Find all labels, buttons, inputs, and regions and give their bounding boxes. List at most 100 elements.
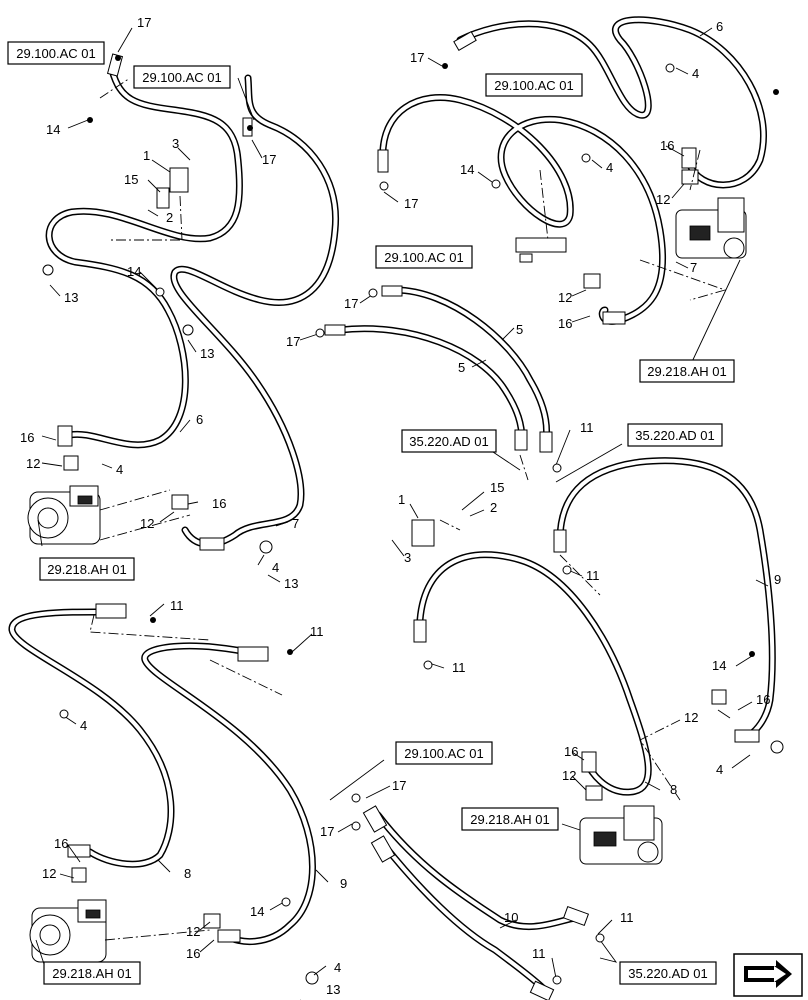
hose-10-pair — [374, 811, 579, 994]
hose-9-right — [556, 457, 776, 742]
callout: 17 — [137, 15, 151, 30]
callout: 12 — [684, 710, 698, 725]
hose-5-pair — [336, 286, 551, 444]
callout: 6 — [196, 412, 203, 427]
callout: 5 — [458, 360, 465, 375]
reference-box-29-218-ah-01-d[interactable]: 29.218.AH 01 — [43, 961, 141, 985]
callout: 14 — [250, 904, 264, 919]
callout: 13 — [284, 576, 298, 591]
callout: 12 — [42, 866, 56, 881]
callout: 5 — [516, 322, 523, 337]
callout: 11 — [586, 568, 600, 583]
reference-box-29-218-ah-01-b[interactable]: 29.218.AH 01 — [639, 359, 735, 383]
callout: 16 — [756, 692, 770, 707]
callout: 9 — [774, 572, 781, 587]
callout: 8 — [670, 782, 677, 797]
callout: 7 — [292, 516, 299, 531]
callout: 11 — [580, 420, 594, 435]
callout: 16 — [186, 946, 200, 961]
clamp-assemblies — [42, 167, 784, 985]
reference-box-35-220-ad-01-a[interactable]: 35.220.AD 01 — [401, 429, 497, 453]
callout: 2 — [166, 210, 173, 225]
callout: 17 — [262, 152, 276, 167]
callout: 17 — [404, 196, 418, 211]
reference-label: 29.218.AH 01 — [47, 562, 127, 577]
callout: 17 — [320, 824, 334, 839]
callout: 12 — [558, 290, 572, 305]
callout: 16 — [20, 430, 34, 445]
callout-numbers: 17 17 14 3 1 15 2 13 14 13 6 16 12 4 16 … — [20, 15, 781, 997]
callout: 4 — [692, 66, 699, 81]
reference-label: 29.100.AC 01 — [494, 78, 574, 93]
hydraulic-motor-left-upper — [27, 485, 101, 545]
callout: 4 — [716, 762, 723, 777]
callout: 15 — [124, 172, 138, 187]
reference-box-29-100-ac-01-d[interactable]: 29.100.AC 01 — [375, 245, 473, 269]
callout: 17 — [410, 50, 424, 65]
callout: 1 — [398, 492, 405, 507]
reference-label: 29.218.AH 01 — [52, 966, 132, 981]
callout: 11 — [532, 946, 546, 961]
reference-box-29-100-ac-01-b[interactable]: 29.100.AC 01 — [133, 65, 231, 89]
callout: 8 — [184, 866, 191, 881]
reference-label: 29.100.AC 01 — [142, 70, 222, 85]
callout: 4 — [334, 960, 341, 975]
callout: 3 — [172, 136, 179, 151]
callout: 10 — [504, 910, 518, 925]
reference-label: 29.218.AH 01 — [647, 364, 727, 379]
callout: 15 — [490, 480, 504, 495]
reference-box-29-218-ah-01-a[interactable]: 29.218.AH 01 — [39, 557, 135, 581]
callout: 1 — [143, 148, 150, 163]
reference-label: 29.218.AH 01 — [470, 812, 550, 827]
callout: 17 — [392, 778, 406, 793]
callout: 12 — [186, 924, 200, 939]
reference-box-29-100-ac-01-e[interactable]: 29.100.AC 01 — [395, 741, 493, 765]
callout: 12 — [562, 768, 576, 783]
reference-label: 29.100.AC 01 — [384, 250, 464, 265]
callout: 16 — [54, 836, 68, 851]
next-view-arrow-icon[interactable] — [733, 953, 803, 997]
reference-box-29-218-ah-01-c[interactable]: 29.218.AH 01 — [461, 807, 559, 831]
callout: 16 — [660, 138, 674, 153]
hydraulic-motor-right-upper — [675, 197, 747, 259]
hose-9-left — [141, 642, 316, 946]
callout: 11 — [452, 660, 466, 675]
reference-label: 35.220.AD 01 — [628, 966, 708, 981]
reference-label: 35.220.AD 01 — [635, 428, 715, 443]
callout: 13 — [200, 346, 214, 361]
callout: 11 — [310, 624, 324, 639]
callout: 4 — [116, 462, 123, 477]
hydraulic-motor-left-lower — [29, 899, 107, 963]
hose-6-right — [456, 16, 767, 189]
callout: 12 — [26, 456, 40, 471]
callout: 14 — [46, 122, 60, 137]
reference-label: 29.100.AC 01 — [16, 46, 96, 61]
hose-6-left — [45, 66, 243, 449]
callout: 4 — [272, 560, 279, 575]
reference-box-29-100-ac-01-a[interactable]: 29.100.AC 01 — [7, 41, 105, 65]
reference-label: 35.220.AD 01 — [409, 434, 489, 449]
reference-box-35-220-ad-01-c[interactable]: 35.220.AD 01 — [619, 961, 717, 985]
callout: 14 — [127, 264, 141, 279]
callout: 6 — [716, 19, 723, 34]
callout: 16 — [564, 744, 578, 759]
hose-8-left — [8, 608, 175, 868]
callout: 16 — [212, 496, 226, 511]
reference-label: 29.100.AC 01 — [404, 746, 484, 761]
callout: 13 — [326, 982, 340, 997]
callout: 12 — [656, 192, 670, 207]
callout: 7 — [690, 260, 697, 275]
reference-box-35-220-ad-01-b[interactable]: 35.220.AD 01 — [627, 423, 723, 447]
callout: 14 — [460, 162, 474, 177]
hose-7-left — [170, 74, 340, 548]
reference-box-29-100-ac-01-c[interactable]: 29.100.AC 01 — [485, 73, 583, 97]
hydraulic-motor-right-lower — [579, 805, 663, 865]
callout: 4 — [606, 160, 613, 175]
callout: 2 — [490, 500, 497, 515]
leader-lines — [35, 27, 769, 1000]
hose-8-right — [416, 551, 652, 796]
callout: 11 — [620, 910, 634, 925]
callout: 11 — [170, 598, 184, 613]
callout: 9 — [340, 876, 347, 891]
